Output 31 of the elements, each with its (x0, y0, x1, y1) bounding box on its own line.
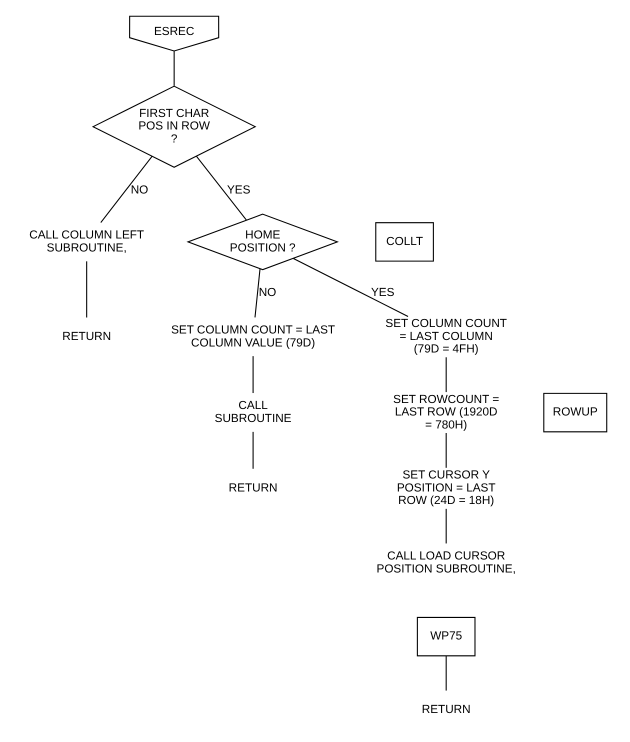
edge-label: NO (258, 286, 276, 300)
connector (445, 433, 446, 468)
node-box: WP75 (416, 616, 476, 656)
node-diamond: FIRST CHAR POS IN ROW ? (91, 86, 256, 168)
node-diamond: HOME POSITION ? (186, 214, 338, 270)
edge-label: NO (130, 184, 148, 197)
node-text: SET COLUMN COUNT = LAST COLUMN VALUE (79D) (170, 323, 335, 350)
connector (254, 268, 260, 318)
connector (86, 261, 87, 318)
node-text: CALL COLUMN LEFT SUBROUTINE, (28, 228, 144, 254)
connector (252, 356, 254, 394)
node-text: RETURN (62, 330, 111, 343)
node-text: SET COLUMN COUNT = LAST COLUMN (79D = 4FH) (384, 317, 506, 356)
edge-label: YES (226, 184, 250, 197)
connector (173, 51, 174, 86)
connector (445, 508, 446, 544)
node-text: SET ROWCOUNT = LAST ROW (1920D = 780H) (392, 392, 499, 432)
connector (252, 432, 254, 469)
connector (445, 656, 446, 691)
node-text: CALL SUBROUTINE (214, 399, 292, 425)
node-text: RETURN (228, 481, 278, 494)
node-text: CALL LOAD CURSOR POSITION SUBROUTINE, (376, 550, 516, 576)
connector (445, 357, 446, 392)
node-box: ROWUP (542, 392, 607, 432)
node-text: SET CURSOR Y POSITION = LAST ROW (24D = 18H) (396, 468, 496, 508)
connector (196, 156, 246, 220)
connector (100, 156, 152, 223)
node-text: RETURN (421, 703, 470, 716)
connector (292, 258, 408, 317)
edge-label: YES (370, 286, 394, 300)
node-box: COLLT (374, 222, 434, 262)
